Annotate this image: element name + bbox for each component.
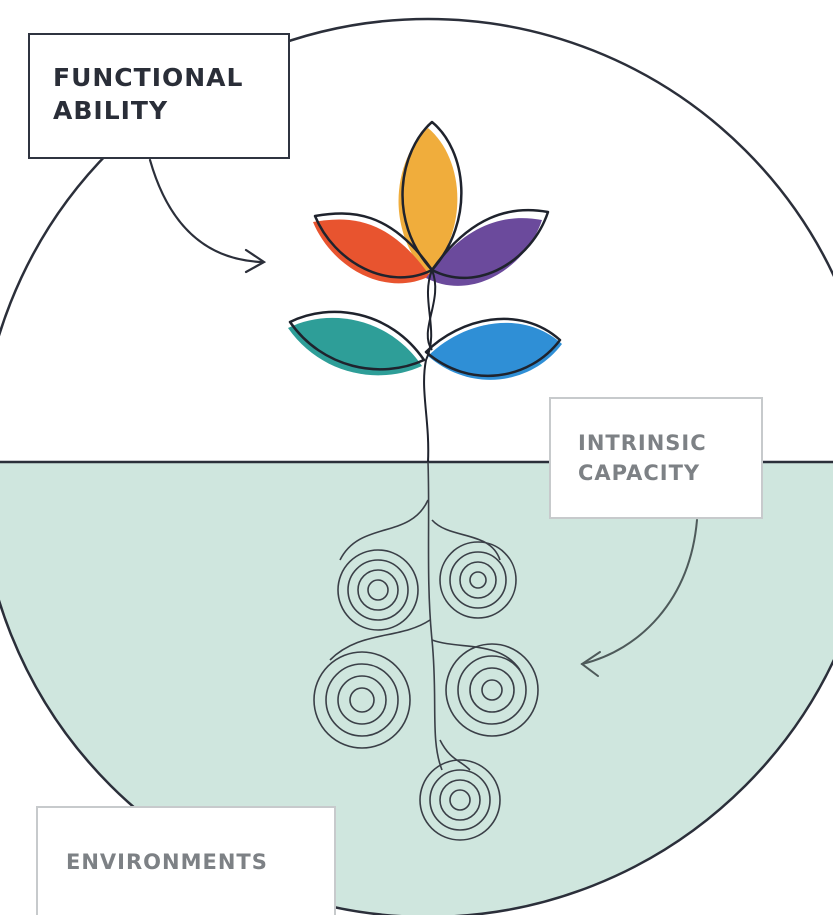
functional-ability-line-1: FUNCTIONAL — [53, 61, 288, 94]
plant-stem — [424, 270, 435, 462]
intrinsic-capacity-label: INTRINSIC CAPACITY — [549, 397, 763, 519]
leaf-blue — [428, 323, 562, 380]
intrinsic-capacity-line-1: INTRINSIC — [578, 428, 761, 458]
intrinsic-capacity-line-2: CAPACITY — [578, 458, 761, 488]
curved-arrow-icon — [150, 160, 264, 272]
plant-icon — [288, 122, 562, 462]
environments-label: ENVIRONMENTS — [36, 806, 336, 915]
environments-text: ENVIRONMENTS — [66, 847, 334, 877]
functional-ability-line-2: ABILITY — [53, 94, 288, 127]
functional-ability-label: FUNCTIONAL ABILITY — [28, 33, 290, 159]
